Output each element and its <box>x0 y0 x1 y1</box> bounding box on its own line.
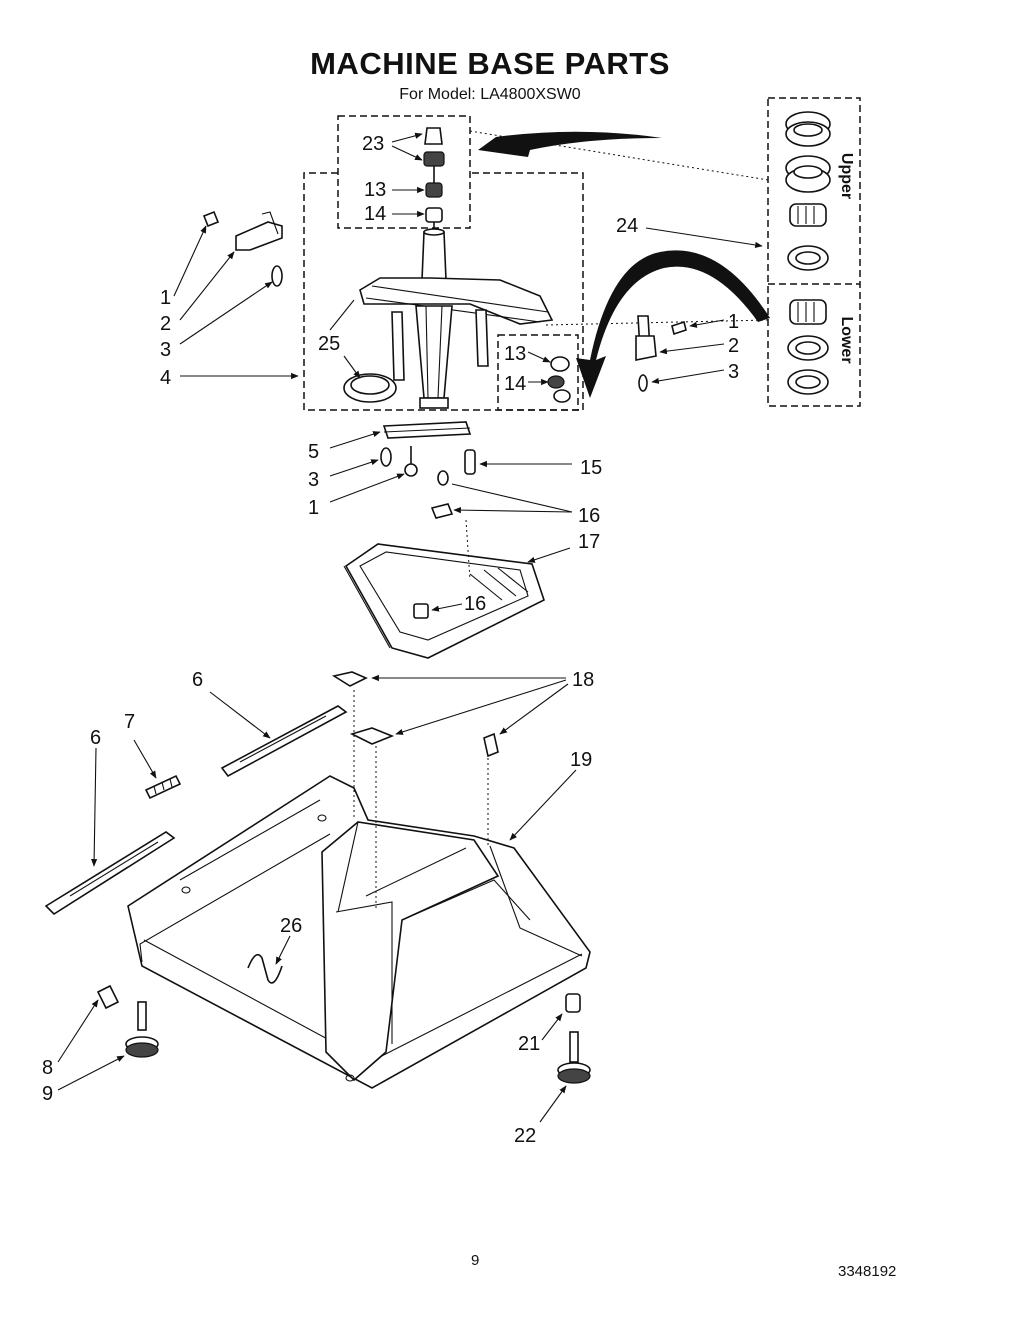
bearing-lower-set <box>787 299 829 395</box>
callout-2-upper-left: 2 <box>160 313 171 335</box>
callout-leaders <box>57 132 763 1123</box>
callout-3-upper-left: 3 <box>160 339 171 361</box>
callout-17: 17 <box>578 531 600 553</box>
document-part-number: 3348192 <box>838 1263 897 1280</box>
part-1-screw-upper-left <box>202 210 220 228</box>
callout-9: 9 <box>42 1083 53 1105</box>
part-16-clip-upper <box>430 470 454 519</box>
callout-6-upper: 6 <box>192 669 203 691</box>
part-26-wire-clip <box>247 953 283 984</box>
bearing-upper-set <box>785 111 831 271</box>
callout-16-upper: 16 <box>578 505 600 527</box>
page-title: MACHINE BASE PARTS <box>310 46 670 81</box>
curved-arrow-bearings <box>478 131 770 398</box>
callout-18: 18 <box>572 669 594 691</box>
transmission-assembly-box <box>303 172 584 411</box>
callout-13-side: 13 <box>504 343 526 365</box>
part-6-rail-lower <box>44 831 176 916</box>
part-17-suspension-plate <box>343 519 545 659</box>
part-13-insert-side <box>550 356 570 372</box>
part-3-pin-right <box>638 374 648 392</box>
part-1-screw-lower <box>404 446 418 477</box>
part-5-bracket <box>382 421 472 439</box>
callout-25: 25 <box>318 333 340 355</box>
top-insert-box <box>337 115 471 229</box>
callout-21: 21 <box>518 1033 540 1055</box>
callout-8: 8 <box>42 1057 53 1079</box>
callout-14-side: 14 <box>504 373 526 395</box>
part-21-foot-insert <box>565 993 581 1013</box>
part-25-seal-ring <box>343 373 397 403</box>
part-19-base-frame <box>127 690 591 1089</box>
part-3-pin-lower <box>380 447 392 467</box>
part-18-clips <box>331 671 499 758</box>
callout-5: 5 <box>308 441 319 463</box>
page-number: 9 <box>471 1252 480 1269</box>
lower-bearing-label: Lower <box>838 316 855 363</box>
callout-23: 23 <box>362 133 384 155</box>
callout-1-lower: 1 <box>308 497 319 519</box>
callout-3-right: 3 <box>728 361 739 383</box>
callout-16-lower: 16 <box>464 593 486 615</box>
callout-2-right: 2 <box>728 335 739 357</box>
callout-13-top: 13 <box>364 179 386 201</box>
callout-22: 22 <box>514 1125 536 1147</box>
part-2-bracket-upper-left <box>235 211 283 251</box>
callout-14-top: 14 <box>364 203 386 225</box>
part-6-rail-upper <box>220 705 348 778</box>
part-22-leveling-leg-right <box>557 1031 591 1084</box>
part-8-foot-bolt <box>96 984 120 1010</box>
part-15-pin <box>464 449 476 475</box>
part-13-insert-top <box>425 182 443 198</box>
part-14-washer-top <box>425 207 443 223</box>
part-23-bushing <box>423 127 445 167</box>
callout-19: 19 <box>570 749 592 771</box>
callout-3-lower: 3 <box>308 469 319 491</box>
bearing-kit-box <box>767 97 861 407</box>
callout-6-lower: 6 <box>90 727 101 749</box>
callout-4: 4 <box>160 367 171 389</box>
callout-15: 15 <box>580 457 602 479</box>
callout-7: 7 <box>124 711 135 733</box>
side-insert-box <box>497 334 579 411</box>
callout-1-right: 1 <box>728 311 739 333</box>
part-2-bracket-right <box>635 315 657 361</box>
part-16-clip-lower <box>413 603 429 619</box>
part-7-spring <box>144 774 182 800</box>
part-9-leveling-leg-left <box>125 1001 159 1058</box>
callout-26: 26 <box>280 915 302 937</box>
part-3-pin-upper-left <box>271 265 283 287</box>
callout-1-upper-left: 1 <box>160 287 171 309</box>
part-14-washer-side <box>547 375 571 403</box>
transmission-frame <box>329 277 554 409</box>
upper-bearing-label: Upper <box>838 153 855 199</box>
part-1-screw-right <box>671 320 687 336</box>
callout-24: 24 <box>616 215 638 237</box>
model-subtitle: For Model: LA4800XSW0 <box>399 86 581 103</box>
